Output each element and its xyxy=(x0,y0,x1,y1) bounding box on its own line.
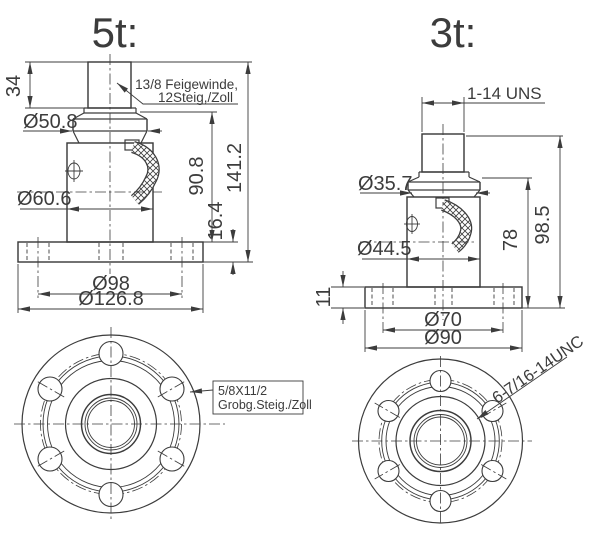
body-outline-5t xyxy=(17,61,252,263)
dim-body-height-3t: 78 xyxy=(500,229,522,251)
bolt-note-5t-line1: 5/8X11/2 xyxy=(218,384,267,398)
cable-3t xyxy=(435,197,473,253)
dim-total-height-3t: 98.5 xyxy=(532,206,554,245)
thread-note-5t-line1: 13/8 Feigewinde, xyxy=(135,77,238,92)
dim-total-height-5t: 141.2 xyxy=(224,143,246,193)
base-hidden-holes-5t xyxy=(26,237,194,298)
bolt-hole xyxy=(377,399,400,423)
dim-stub-height: 34 xyxy=(3,75,25,97)
dim-bolt-circle-5t: Ø98 xyxy=(92,273,130,295)
side-view-3t: 3t: xyxy=(313,9,565,352)
target-mark-5t xyxy=(65,160,83,182)
dim-body-dia-5t: Ø60.6 xyxy=(17,188,71,210)
dim-base-thickness-5t: 16.4 xyxy=(205,202,227,241)
dim-bolt-circle-3t: Ø70 xyxy=(424,309,462,331)
target-mark-3t xyxy=(404,214,420,234)
dim-body-dia-3t: Ø44.5 xyxy=(357,238,411,260)
bolt-callout-5t: 5/8X11/2 Grobg.Steig./Zoll xyxy=(189,380,312,415)
flange-view-3t: 6-7/16-14UNC xyxy=(352,332,587,526)
dim-base-dia-5t: Ø126.8 xyxy=(78,288,144,310)
side-view-5t: 5t: xyxy=(3,9,253,313)
callout-box xyxy=(212,380,304,415)
body-outline-3t xyxy=(364,133,563,309)
bolt-hole xyxy=(481,459,504,483)
dim-cap-dia-5t: Ø50.8 xyxy=(23,111,77,133)
base-plate-3t xyxy=(364,286,523,309)
bolt-note-3t: 6-7/16-14UNC xyxy=(489,332,587,407)
title-3t: 3t: xyxy=(430,9,477,56)
base-hidden-holes-3t xyxy=(371,283,515,333)
title-5t: 5t: xyxy=(92,9,139,56)
bolt-hole xyxy=(377,459,400,483)
centerlines-5t xyxy=(14,327,225,522)
dimension-lines-3t xyxy=(331,97,565,352)
base-plate-5t xyxy=(17,241,204,263)
dim-cap-dia-3t: Ø35.7 xyxy=(358,173,412,195)
thread-stub-5t xyxy=(87,61,132,109)
dim-body-height-5t: 90.8 xyxy=(186,157,208,196)
thread-note-5t-line2: 12Steig,/Zoll xyxy=(158,90,233,105)
dim-base-thickness-3t: 11 xyxy=(313,287,335,308)
bolt-note-5t-line2: Grobg.Steig./Zoll xyxy=(218,398,312,412)
thread-note-3t: 1-14 UNS xyxy=(467,84,542,103)
flange-view-5t: 5/8X11/2 Grobg.Steig./Zoll xyxy=(14,327,312,522)
cable-5t xyxy=(124,139,160,205)
dimension-lines-5t xyxy=(17,62,253,313)
dim-base-dia-3t: Ø90 xyxy=(424,327,462,349)
